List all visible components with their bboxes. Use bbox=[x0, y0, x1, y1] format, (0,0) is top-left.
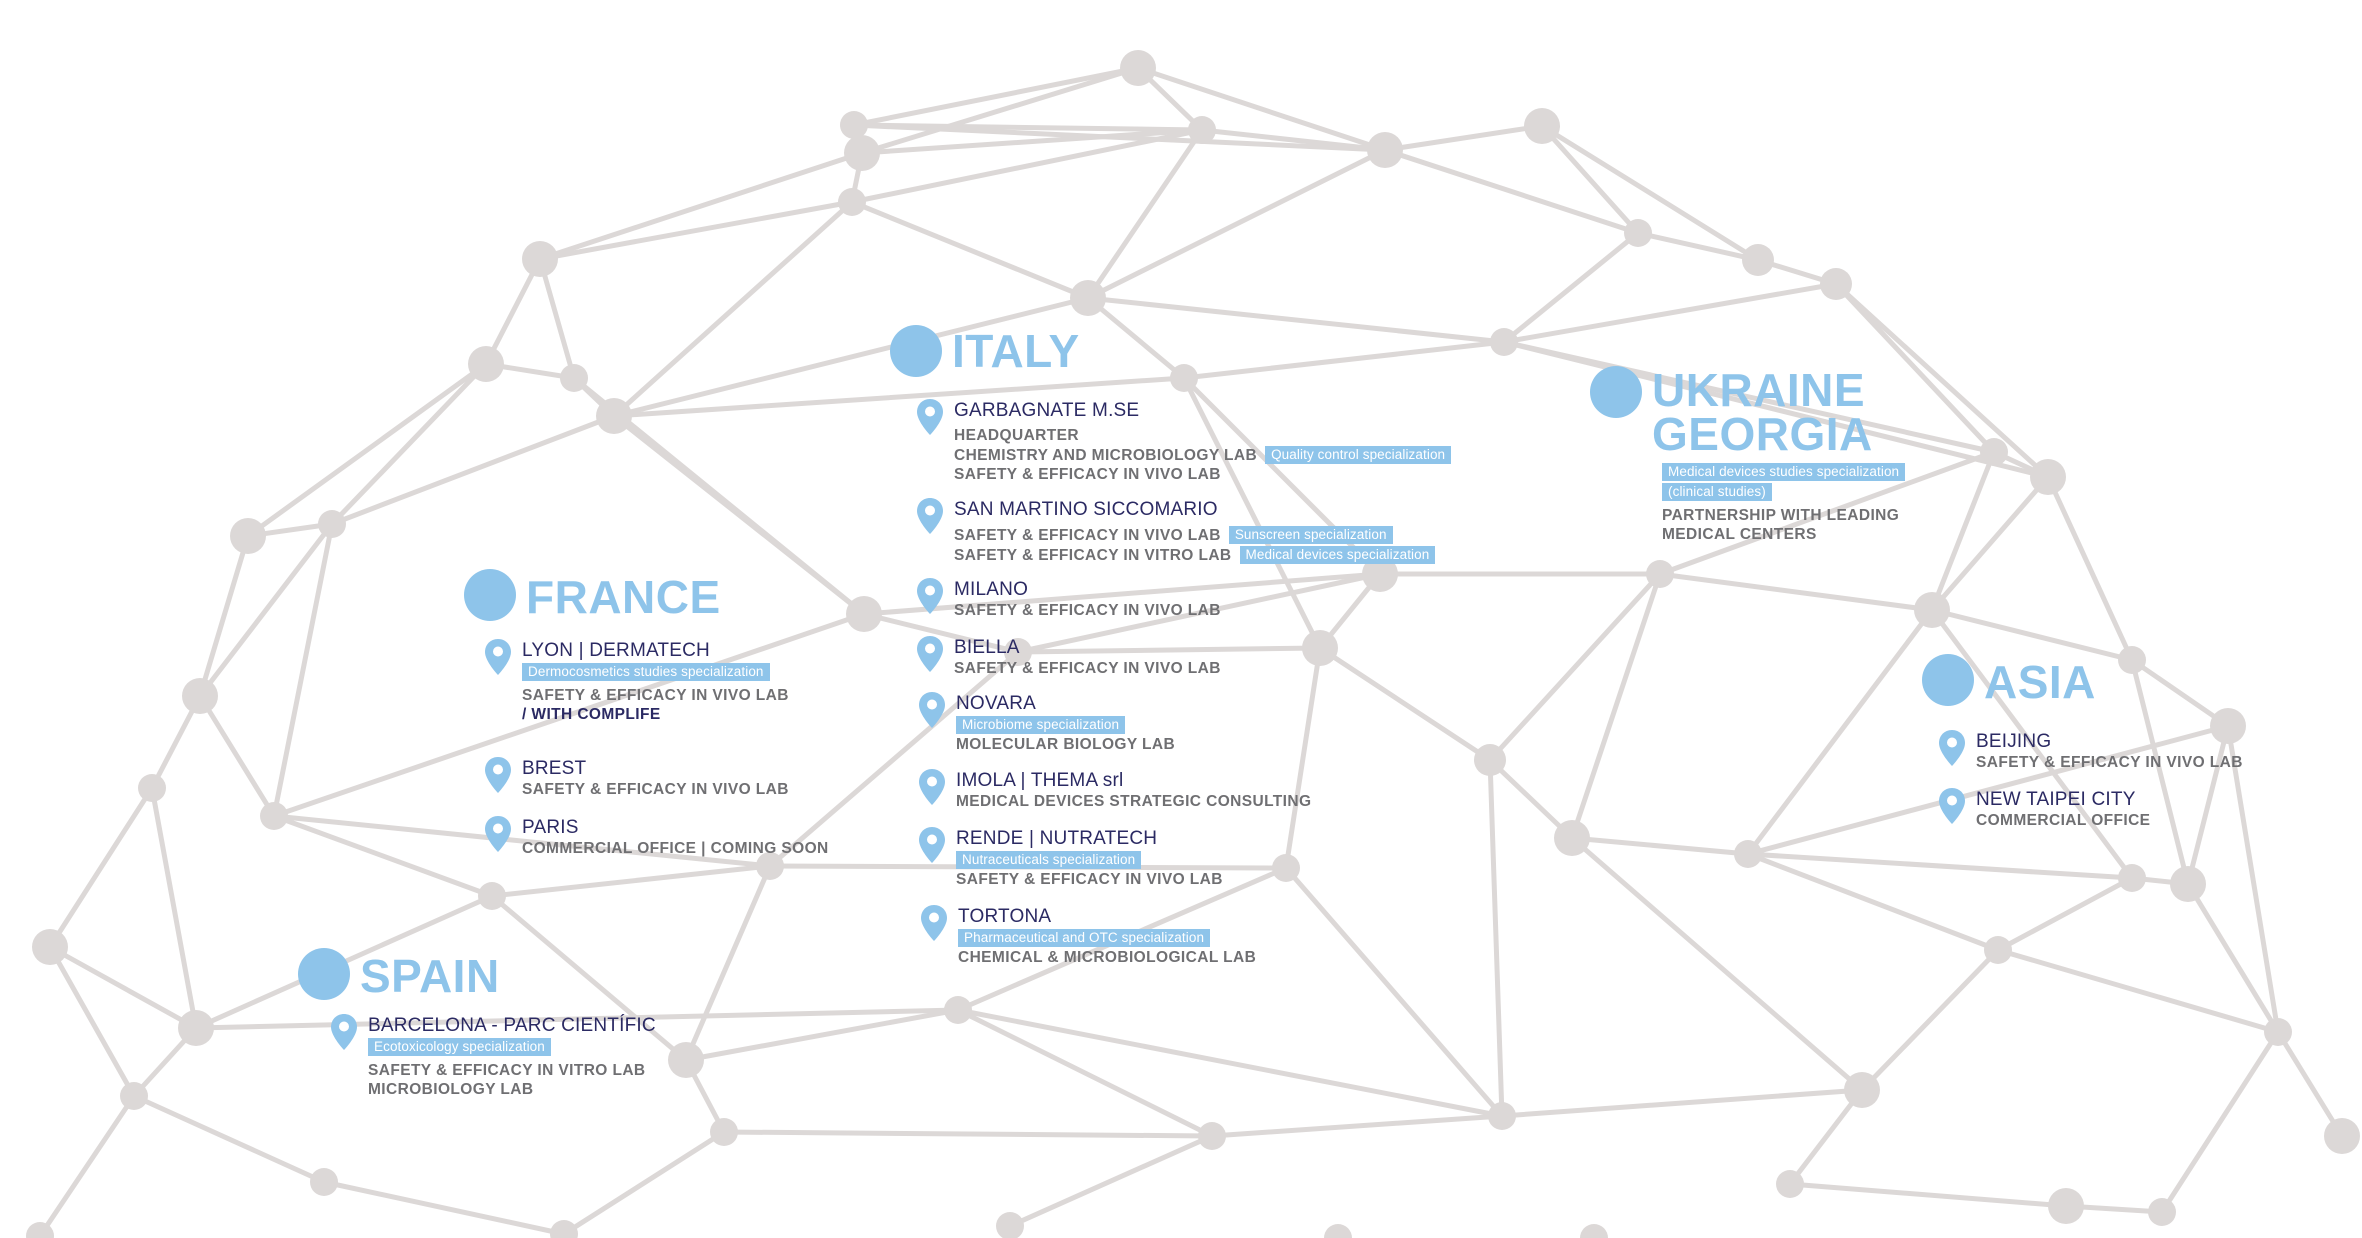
location-detail: MEDICAL DEVICES STRATEGIC CONSULTING bbox=[956, 793, 1312, 810]
specialization-tag: (clinical studies) bbox=[1662, 483, 1772, 501]
specialization-tag: Microbiome specialization bbox=[956, 716, 1126, 734]
location-detail: MOLECULAR BIOLOGY LAB bbox=[956, 736, 1176, 753]
location-detail: SAFETY & EFFICACY IN VITRO LAB bbox=[368, 1062, 646, 1079]
specialization-tag: Nutraceuticals specialization bbox=[956, 851, 1142, 869]
map-pin-icon bbox=[920, 904, 948, 942]
location-detail: HEADQUARTER bbox=[954, 427, 1079, 444]
location-detail: SAFETY & EFFICACY IN VIVO LAB bbox=[956, 871, 1223, 888]
location-name: NOVARA bbox=[956, 693, 1037, 714]
region-marker bbox=[298, 948, 350, 1000]
map-pin-icon bbox=[918, 691, 946, 729]
map-pin-icon bbox=[1938, 729, 1966, 767]
location-name: RENDE | NUTRATECH bbox=[956, 828, 1158, 849]
location-name: LYON | DERMATECH bbox=[522, 640, 710, 661]
region-marker bbox=[464, 569, 516, 621]
region-title: SPAIN bbox=[360, 950, 500, 1002]
region-title: ASIA bbox=[1984, 656, 2096, 708]
location-name: TORTONA bbox=[958, 906, 1052, 927]
map-pin-icon bbox=[918, 826, 946, 864]
location-detail: SAFETY & EFFICACY IN VIVO LAB bbox=[1976, 754, 2243, 771]
location-detail: COMMERCIAL OFFICE bbox=[1976, 812, 2151, 829]
location-detail: COMMERCIAL OFFICE | COMING SOON bbox=[522, 840, 829, 857]
region-title: UKRAINE GEORGIA bbox=[1652, 364, 1873, 460]
map-pin-icon bbox=[916, 577, 944, 615]
location-detail: SAFETY & EFFICACY IN VIVO LAB bbox=[954, 466, 1221, 483]
region-details: Medical devices studies specialization (… bbox=[1662, 462, 1906, 544]
specialization-tag: Pharmaceutical and OTC specialization bbox=[958, 929, 1211, 947]
location-name: NEW TAIPEI CITY bbox=[1976, 789, 2136, 810]
location-name: SAN MARTINO SICCOMARIO bbox=[954, 499, 1218, 520]
location-detail: MEDICAL CENTERS bbox=[1662, 526, 1817, 543]
region-marker bbox=[1590, 366, 1642, 418]
location-name: IMOLA | THEMA srl bbox=[956, 770, 1124, 791]
map-pin-icon bbox=[916, 497, 944, 535]
location-name: BARCELONA - PARC CIENTÍFIC bbox=[368, 1015, 656, 1036]
location-name: BEIJING bbox=[1976, 731, 2052, 752]
specialization-tag: Medical devices specialization bbox=[1239, 546, 1436, 564]
specialization-tag: Medical devices studies specialization bbox=[1662, 463, 1906, 481]
location-name: PARIS bbox=[522, 817, 579, 838]
location-detail: SAFETY & EFFICACY IN VIVO LAB bbox=[954, 660, 1221, 677]
region-title: ITALY bbox=[952, 325, 1080, 377]
specialization-tag: Dermocosmetics studies specialization bbox=[522, 663, 770, 681]
location-name: BIELLA bbox=[954, 637, 1020, 658]
location-name: MILANO bbox=[954, 579, 1029, 600]
map-pin-icon bbox=[918, 768, 946, 806]
map-pin-icon bbox=[916, 635, 944, 673]
location-detail: CHEMICAL & MICROBIOLOGICAL LAB bbox=[958, 949, 1257, 966]
location-detail: / WITH COMPLIFE bbox=[522, 706, 661, 723]
location-detail: SAFETY & EFFICACY IN VIVO LAB bbox=[954, 602, 1221, 619]
map-pin-icon bbox=[916, 398, 944, 436]
specialization-tag: Ecotoxicology specialization bbox=[368, 1038, 551, 1056]
location-name: GARBAGNATE M.SE bbox=[954, 400, 1140, 421]
location-detail: MICROBIOLOGY LAB bbox=[368, 1081, 534, 1098]
location-name: BREST bbox=[522, 758, 587, 779]
region-marker bbox=[1922, 654, 1974, 706]
region-marker bbox=[890, 325, 942, 377]
map-pin-icon bbox=[330, 1013, 358, 1051]
location-detail: SAFETY & EFFICACY IN VIVO LAB bbox=[522, 781, 789, 798]
map-pin-icon bbox=[484, 756, 512, 794]
map-pin-icon bbox=[1938, 787, 1966, 825]
specialization-tag: Sunscreen specialization bbox=[1228, 526, 1393, 544]
location-detail: SAFETY & EFFICACY IN VIVO LAB bbox=[522, 687, 789, 704]
location-detail: PARTNERSHIP WITH LEADING bbox=[1662, 507, 1900, 524]
specialization-tag: Quality control specialization bbox=[1265, 446, 1452, 464]
region-title: FRANCE bbox=[526, 571, 721, 623]
map-pin-icon bbox=[484, 815, 512, 853]
map-pin-icon bbox=[484, 638, 512, 676]
